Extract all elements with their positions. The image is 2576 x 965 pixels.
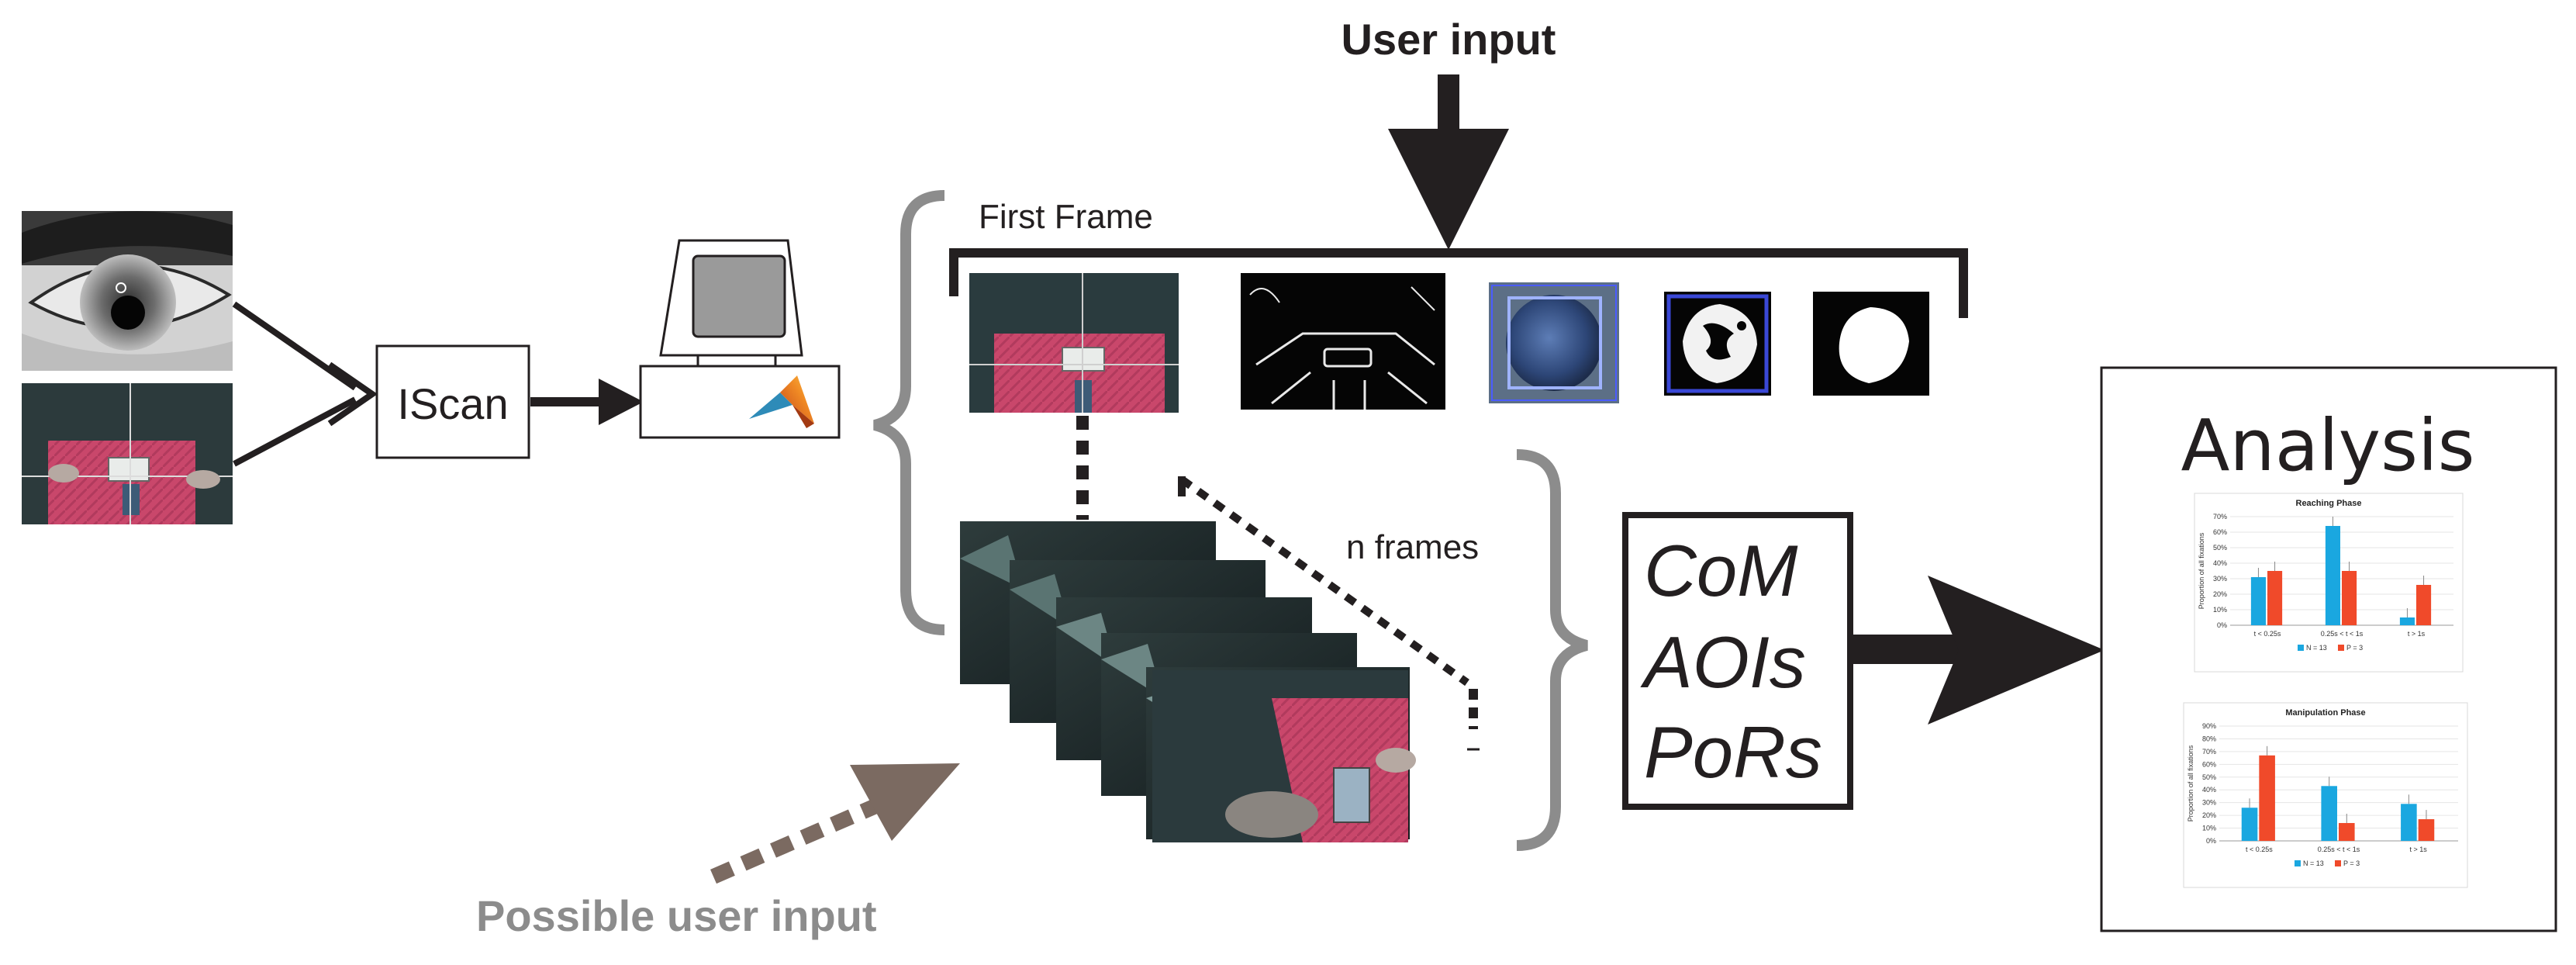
y-tick-label: 90%: [2202, 722, 2216, 730]
bar-n-13: [2250, 577, 2266, 625]
bar-p-3: [2418, 819, 2435, 841]
category-label: t < 0.25s: [2254, 630, 2281, 638]
edge-detection-thumbnail: [1241, 273, 1445, 410]
metrics-box: CoM AOIs PoRs: [1622, 512, 1853, 810]
user-input-arrow: [1388, 74, 1509, 250]
bar-n-13: [2325, 526, 2340, 625]
chart-title: Reaching Phase: [2296, 499, 2362, 508]
y-tick-label: 70%: [2202, 748, 2216, 756]
legend-label: N = 13: [2306, 644, 2327, 652]
y-tick-label: 80%: [2202, 735, 2216, 742]
category-label: t > 1s: [2410, 846, 2428, 853]
y-tick-label: 30%: [2202, 799, 2216, 807]
legend-swatch: [2338, 645, 2344, 651]
y-tick-label: 40%: [2213, 559, 2227, 567]
stack-frame-front: [1152, 670, 1416, 842]
y-tick-label: 10%: [2213, 606, 2227, 614]
bar-n-13: [2401, 804, 2417, 841]
metrics-to-analysis-arrow: [1853, 576, 2105, 725]
iscan-to-computer-arrow: [530, 379, 644, 425]
y-tick-label: 60%: [2213, 528, 2227, 536]
eye-camera-image: [22, 211, 233, 371]
computer-icon: [639, 239, 841, 439]
frame-stack: [960, 521, 1416, 842]
com-label: CoM: [1644, 530, 1798, 611]
legend-label: P = 3: [2346, 644, 2363, 652]
y-tick-label: 0%: [2217, 621, 2227, 629]
user-input-label: User input: [1342, 15, 1556, 64]
category-label: t > 1s: [2408, 630, 2426, 638]
mask-thumbnail: [1813, 292, 1929, 396]
category-label: 0.25s < t < 1s: [2318, 846, 2360, 853]
y-tick-label: 70%: [2213, 513, 2227, 521]
bar-p-3: [2342, 571, 2357, 625]
bar-p-3: [2259, 755, 2275, 841]
y-tick-label: 20%: [2202, 811, 2216, 819]
y-tick-label: 40%: [2202, 786, 2216, 794]
bar-n-13: [2241, 808, 2258, 841]
y-tick-label: 30%: [2213, 575, 2227, 583]
matlab-logo: [749, 375, 814, 428]
y-tick-label: 10%: [2202, 825, 2216, 832]
legend-swatch: [2298, 645, 2304, 651]
legend-swatch: [2335, 860, 2341, 866]
bar-p-3: [2267, 571, 2283, 625]
possible-user-input-arrowhead: [850, 763, 960, 841]
legend-swatch: [2295, 860, 2301, 866]
bar-p-3: [2339, 822, 2355, 841]
aois-label: AOIs: [1640, 621, 1806, 703]
bar-n-13: [2321, 786, 2337, 841]
analysis-title: Analysis: [2181, 404, 2474, 487]
pors-label: PoRs: [1644, 711, 1822, 793]
legend-label: N = 13: [2303, 860, 2324, 867]
bar-n-13: [2399, 617, 2415, 625]
first-frame-label: First Frame: [979, 198, 1153, 236]
y-tick-label: 60%: [2202, 760, 2216, 768]
y-axis-label: Proportion of all fixations: [2187, 745, 2194, 821]
scene-camera-image: [22, 383, 233, 524]
reaching-phase-chart: Reaching Phase 0% 10% 20% 30% 40% 50% 60% 70% Pro…: [2194, 493, 2464, 673]
camera-to-iscan-arrows: [232, 301, 378, 467]
bar-p-3: [2416, 585, 2432, 625]
chart-title: Manipulation Phase: [2285, 708, 2365, 718]
possible-user-input-label: Possible user input: [476, 891, 877, 940]
category-label: t < 0.25s: [2246, 846, 2273, 853]
threshold-thumbnail: [1664, 292, 1771, 396]
category-label: 0.25s < t < 1s: [2321, 630, 2364, 638]
analysis-panel: Analysis Reaching Phase 0% 10% 20% 30% 40% 50%…: [2100, 366, 2557, 932]
y-tick-label: 20%: [2213, 590, 2227, 598]
manipulation-phase-chart: Manipulation Phase 0% 10% 20% 30% 40% 50% 60% 70…: [2183, 702, 2468, 888]
first-frame-bracket: [949, 248, 1968, 318]
iscan-box: IScan: [375, 344, 530, 459]
y-tick-label: 50%: [2202, 773, 2216, 781]
possible-user-input-arrow-shaft: [710, 791, 895, 884]
frames-left-brace: [873, 190, 945, 635]
frames-right-brace: [1516, 449, 1588, 851]
y-tick-label: 0%: [2206, 837, 2216, 845]
first-frame-thumbnail: [969, 273, 1179, 413]
y-tick-label: 50%: [2213, 544, 2227, 552]
n-frames-dotted-line: [1178, 476, 1480, 751]
y-axis-label: Proportion of all fixations: [2198, 532, 2205, 609]
iscan-label: IScan: [397, 379, 508, 428]
legend-label: P = 3: [2343, 860, 2360, 867]
object-detection-thumbnail: [1489, 282, 1619, 403]
n-frames-label: n frames: [1346, 528, 1479, 566]
